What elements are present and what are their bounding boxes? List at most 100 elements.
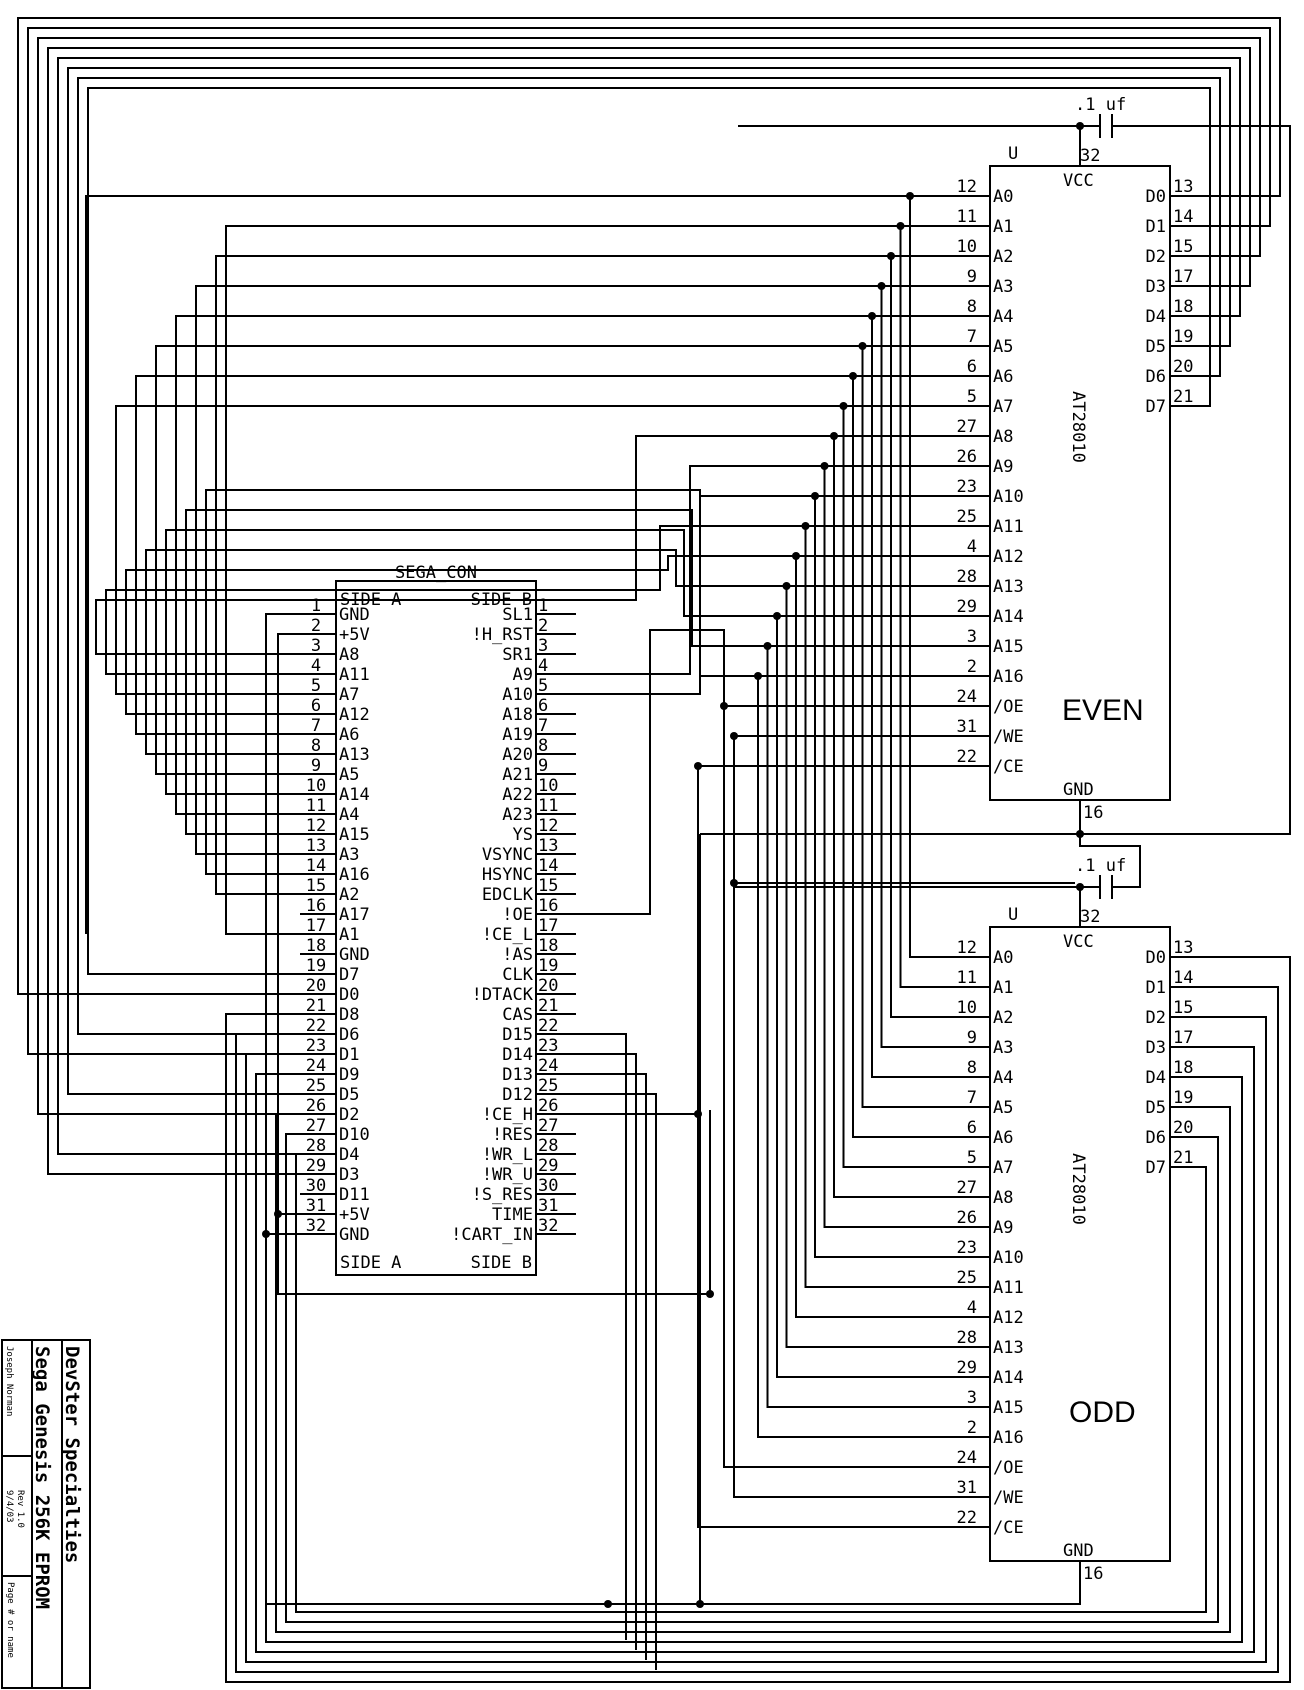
junction-dot [906, 192, 914, 200]
eprom-even-right-pin-name: D3 [1146, 277, 1166, 297]
eprom-even-left-pin-name: A11 [993, 517, 1024, 537]
side-a-pin-name: D1 [339, 1045, 359, 1065]
side-b-label-top: SIDE B [471, 590, 532, 610]
wire-86 [255, 1046, 1255, 1653]
eprom-even-left-pin-number: 2 [967, 657, 977, 677]
wire-39 [814, 496, 950, 1258]
side-a-pin-name: A16 [339, 865, 370, 885]
side-a-pin-number: 20 [306, 976, 326, 996]
eprom-odd-body [989, 926, 1171, 1562]
side-b-pin-name: A23 [502, 805, 533, 825]
junction-layer [262, 122, 1084, 1608]
wire-33 [842, 406, 950, 1168]
wire-74 [277, 1110, 711, 1295]
eprom-even-left-pin-number: 5 [967, 387, 977, 407]
eprom-even-left-pin-number: 10 [957, 237, 977, 257]
wire-9 [175, 315, 872, 815]
side-a-pin-number: 26 [306, 1096, 326, 1116]
side-b-pin-name: YS [513, 825, 533, 845]
side-b-pin-number: 14 [538, 856, 558, 876]
side-a-pin-name: +5V [339, 625, 370, 645]
wire-88 [275, 1106, 1231, 1633]
side-a-pin-name: D2 [339, 1105, 359, 1125]
junction-dot [730, 879, 738, 887]
junction-dot [839, 402, 848, 410]
wire-49 [766, 646, 950, 1408]
side-b-pin-number: 31 [538, 1196, 558, 1216]
eprom-even-left-pin-name: A3 [993, 277, 1013, 297]
title-block-company: DevSter Specialties [61, 1346, 83, 1563]
eprom-even-ref: U [1008, 144, 1018, 164]
side-b-pin-number: 10 [538, 776, 558, 796]
eprom-odd-left-pin-name: A2 [993, 1008, 1013, 1028]
wire-6 [145, 549, 787, 755]
eprom-even-left-pin-number: 29 [957, 597, 977, 617]
eprom-odd-left-pin-name: A3 [993, 1038, 1013, 1058]
eprom-even-left-pin-number: 24 [957, 687, 977, 707]
eprom-even-left-pin-number: 27 [957, 417, 977, 437]
eprom-even-left-pin-name: A15 [993, 637, 1024, 657]
junction-dot [274, 1210, 282, 1218]
side-a-pin-name: GND [339, 605, 370, 625]
side-a-pin-number: 32 [306, 1216, 326, 1236]
wire-25 [880, 286, 950, 1048]
eprom-odd-left-pin-name: A7 [993, 1158, 1013, 1178]
wire-71 [265, 613, 300, 994]
junction-dot [858, 342, 867, 350]
eprom-odd-left-pin-name: A4 [993, 1068, 1013, 1088]
wire-78 [47, 47, 1251, 1175]
eprom-odd-left-pin-number: 5 [967, 1148, 977, 1168]
eprom-even-gnd-label: GND [1063, 780, 1094, 800]
eprom-even-left-pin-name: /OE [993, 697, 1024, 717]
eprom-odd-left-pin-number: 26 [957, 1208, 977, 1228]
eprom-odd-right-pin-name: D0 [1146, 948, 1166, 968]
wire-92 [576, 1053, 637, 1650]
eprom-odd-left-pin-number: 4 [967, 1298, 977, 1318]
wire-76 [27, 27, 1271, 1055]
side-a-pin-number: 15 [306, 876, 326, 896]
wire-13 [215, 255, 891, 895]
side-a-pin-number: 22 [306, 1016, 326, 1036]
eprom-even-right-pin-number: 20 [1173, 357, 1193, 377]
side-b-pin-name: TIME [492, 1205, 533, 1225]
eprom-odd-right-pin-name: D7 [1146, 1158, 1166, 1178]
eprom-odd-left-pin-name: A12 [993, 1308, 1024, 1328]
side-a-pin-number: 21 [306, 996, 326, 1016]
eprom-odd-left-pin-name: A8 [993, 1188, 1013, 1208]
side-a-pin-name: D11 [339, 1185, 370, 1205]
side-b-pin-name: SL1 [502, 605, 533, 625]
eprom-odd-left-pin-number: 28 [957, 1328, 977, 1348]
eprom-even-right-pin-number: 21 [1173, 387, 1193, 407]
side-b-pin-number: 5 [538, 676, 548, 696]
eprom-even-left-pin-name: A5 [993, 337, 1013, 357]
eprom-odd-left-pin-name: /CE [993, 1518, 1024, 1538]
side-b-pin-number: 17 [538, 916, 558, 936]
eprom-odd-left-pin-name: A1 [993, 978, 1013, 998]
side-a-pin-number: 4 [311, 656, 321, 676]
eprom-even-right-pin-name: D4 [1146, 307, 1166, 327]
side-a-pin-name: A11 [339, 665, 370, 685]
junction-dot [604, 1600, 612, 1608]
eprom-even-right-pin-name: D6 [1146, 367, 1166, 387]
side-b-pin-number: 32 [538, 1216, 558, 1236]
eprom-odd-left-pin-name: A6 [993, 1128, 1013, 1148]
wire-12 [205, 489, 758, 875]
side-b-pin-number: 23 [538, 1036, 558, 1056]
side-b-pin-number: 6 [538, 696, 548, 716]
wire-91 [576, 1033, 627, 1640]
side-a-pin-number: 18 [306, 936, 326, 956]
eprom-even-left-pin-number: 9 [967, 267, 977, 287]
side-a-pin-name: A6 [339, 725, 359, 745]
eprom-even-left-pin-number: 6 [967, 357, 977, 377]
wire-56 [733, 736, 950, 1498]
eprom-odd-left-pin-number: 7 [967, 1088, 977, 1108]
side-b-pin-name: SR1 [502, 645, 533, 665]
eprom-even-right-pin-number: 14 [1173, 207, 1193, 227]
eprom-odd-left-pin-name: A14 [993, 1368, 1024, 1388]
eprom-odd-left-pin-name: A13 [993, 1338, 1024, 1358]
wire-81 [77, 77, 1221, 1035]
eprom-even-body [989, 165, 1171, 801]
side-b-pin-name: !DTACK [472, 985, 534, 1005]
